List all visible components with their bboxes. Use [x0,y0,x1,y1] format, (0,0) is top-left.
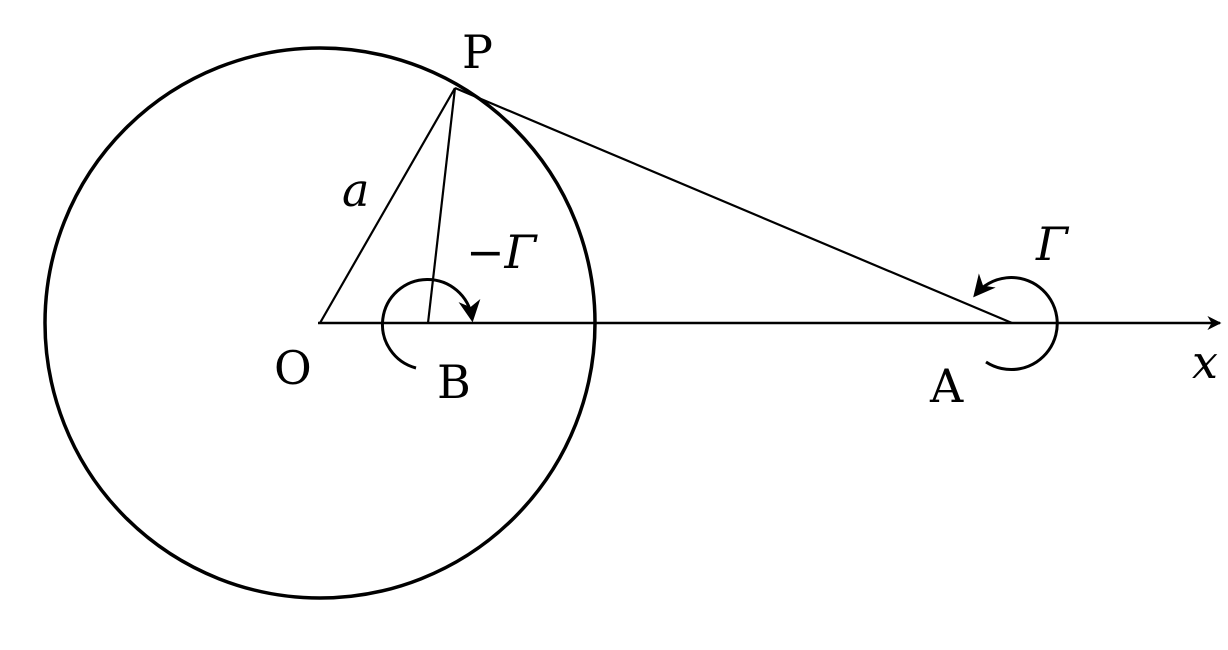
label-x: x [1192,335,1218,389]
label-A: A [929,359,964,413]
label-B: B [437,355,471,409]
label-P: P [462,25,493,79]
rotation-arrow-B [381,278,481,370]
segment-OP [319,87,456,324]
segment-BP [426,87,457,324]
label-gamma-B: −Γ [466,225,539,279]
rotation-arrow-A [973,273,1059,372]
label-gamma-A: Γ [1035,217,1070,271]
segment-PA [454,86,1013,325]
label-a: a [342,163,369,217]
label-O: O [274,341,312,395]
